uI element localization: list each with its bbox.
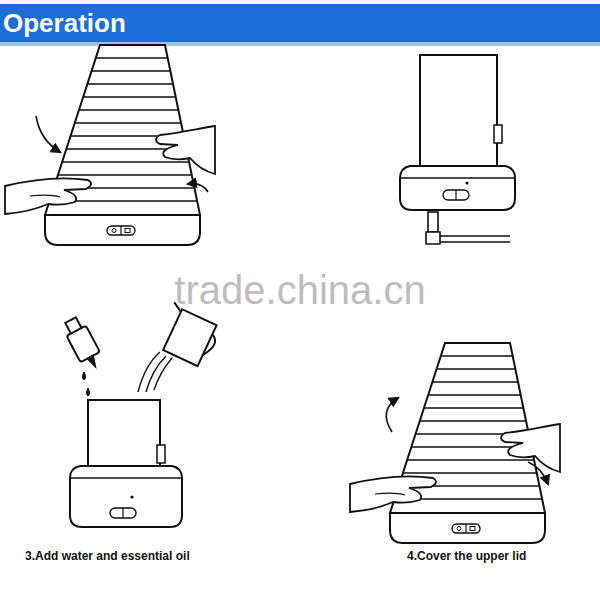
title-slot: Operation (3, 8, 126, 38)
watermark: trade.china.cn (174, 268, 425, 312)
figure-add-water (61, 302, 223, 527)
header-bar (0, 4, 600, 42)
label-slot: trade.china.cn (174, 268, 425, 312)
step-caption: 4.Cover the upper lid (407, 549, 526, 563)
page-title: Operation (3, 8, 126, 38)
figure-remove-lid (0, 45, 260, 245)
header-rule (0, 42, 600, 46)
figure-cover-lid (345, 343, 600, 543)
figure-connect-power (400, 55, 515, 244)
label-slot: 3.Add water and essential oil (25, 546, 190, 564)
label-slot: 4.Cover the upper lid (407, 546, 526, 564)
step-caption: 3.Add water and essential oil (25, 549, 190, 563)
